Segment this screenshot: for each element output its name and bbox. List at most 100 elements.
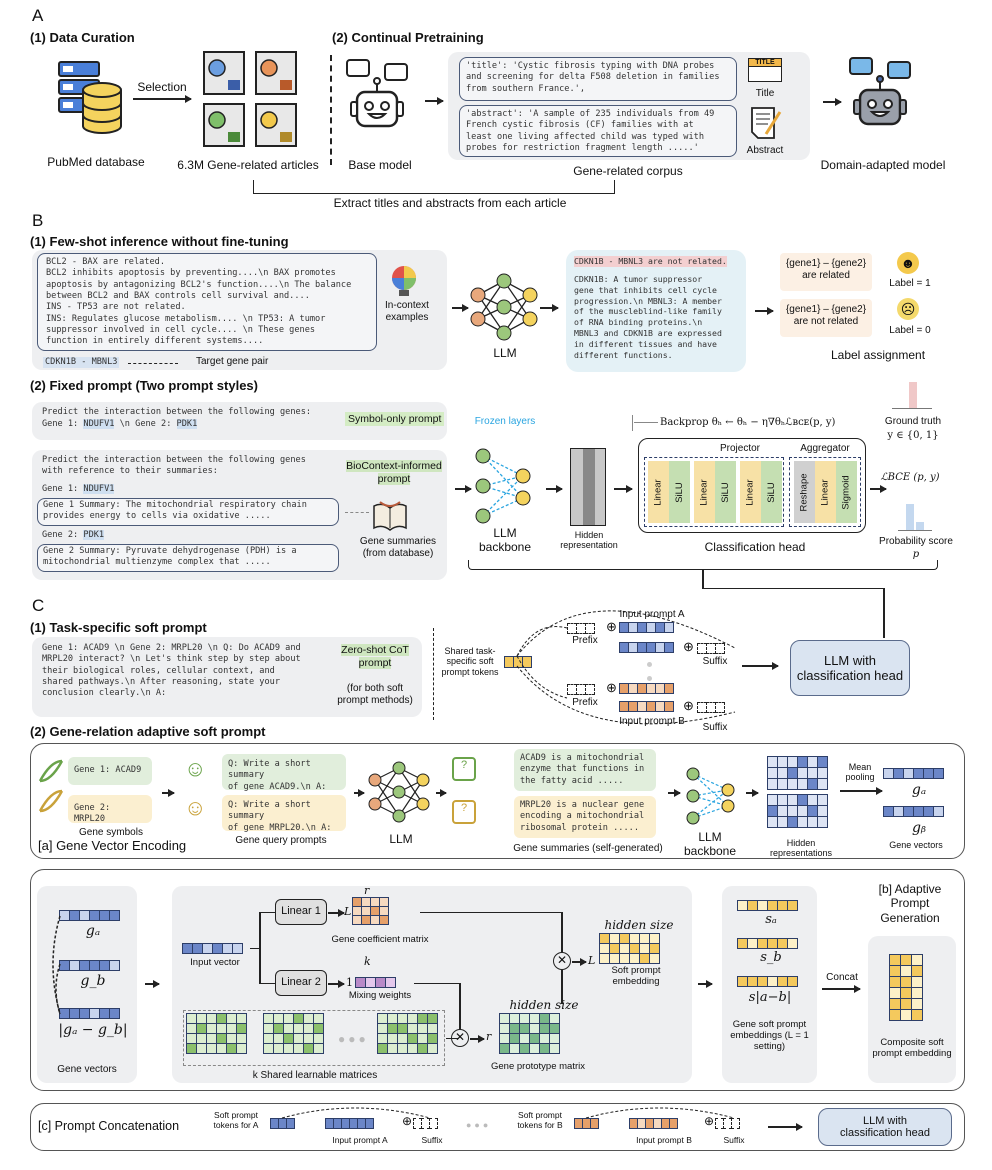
gene1-symbol-box: Gene 1: ACAD9 bbox=[68, 757, 152, 785]
suffix-a-slots bbox=[697, 643, 725, 654]
gene-vector-ga bbox=[883, 768, 944, 779]
abstract-icon-label: Abstract bbox=[746, 145, 784, 156]
sdiff-symbol: s|a−b| bbox=[748, 990, 792, 1005]
input-branch-v bbox=[259, 912, 261, 984]
gb-symbol: gᵦ bbox=[911, 820, 927, 836]
gb-token bbox=[109, 960, 120, 971]
soft-token-a bbox=[286, 1118, 295, 1129]
target-pair-label: Target gene pair bbox=[196, 356, 269, 367]
gene1-summary: Gene 1 Summary: The mitochondrial respir… bbox=[37, 498, 339, 526]
concat-arc-b bbox=[585, 1107, 735, 1119]
concat-to-llm-arrow bbox=[768, 1123, 803, 1130]
grid-row bbox=[767, 778, 828, 790]
branch-bottom bbox=[259, 983, 275, 984]
projector-box bbox=[644, 457, 784, 527]
grid-row bbox=[499, 1023, 560, 1034]
continual-pretraining-title: (2) Continual Pretraining bbox=[332, 30, 484, 45]
backprop-stop bbox=[632, 415, 633, 431]
concat-suffix-b bbox=[715, 1118, 740, 1129]
llm-backbone-icon-2 bbox=[686, 767, 735, 825]
chat-question-icon-green: ? bbox=[452, 757, 476, 781]
empty-slot bbox=[585, 623, 595, 634]
corpus-to-model-arrow bbox=[823, 98, 842, 105]
fewshot-to-llm-arrow bbox=[452, 304, 469, 311]
bio-gene2-line: Gene 2: PDK1 bbox=[42, 530, 105, 541]
mean-pooling-label: Mean pooling bbox=[845, 762, 875, 783]
classification-head-label: Classification head bbox=[704, 540, 806, 554]
empty-slot bbox=[429, 1118, 438, 1129]
projector-layer-silu: SiLU bbox=[669, 461, 690, 523]
generator-to-embeddings-arrow bbox=[698, 980, 713, 987]
soft-token-b bbox=[590, 1118, 599, 1129]
aggregator-label: Aggregator bbox=[800, 443, 850, 454]
cot-prompt-text: Gene 1: ACAD9 \n Gene 2: MRPL20 \n Q: Do… bbox=[42, 643, 301, 699]
cot-note: (for both soft prompt methods) bbox=[337, 683, 413, 706]
linear2-box: Linear 2 bbox=[275, 970, 327, 996]
mixing-to-mult-h bbox=[414, 983, 460, 984]
adaptive-soft-prompt-title: (2) Gene-relation adaptive soft prompt bbox=[30, 724, 266, 739]
hidden-cell bbox=[817, 816, 828, 828]
bce-loss-label: ℒBCE (p, y) bbox=[880, 472, 940, 483]
concat-arc-a bbox=[281, 1107, 431, 1119]
proto-to-mult-v bbox=[561, 970, 563, 1004]
gen-gb-vector bbox=[59, 960, 120, 971]
grid-row bbox=[186, 1033, 247, 1044]
prob-symbol: p bbox=[912, 549, 920, 560]
gene-coefficient-matrix bbox=[352, 897, 389, 925]
fixed-prompt-title: (2) Fixed prompt (Two prompt styles) bbox=[30, 378, 258, 393]
grid-row bbox=[263, 1043, 324, 1054]
grid-row bbox=[767, 816, 828, 828]
vector-dashed-links bbox=[52, 915, 61, 1015]
concat-suffix-a-label: Suffix bbox=[421, 1135, 443, 1145]
cot-label-text: Zero-shot CoT prompt bbox=[341, 644, 409, 669]
shared-cell bbox=[427, 1043, 438, 1054]
summaries-label: Gene summaries (self-generated) bbox=[513, 843, 663, 854]
biocontext-intro: Predict the interaction between the foll… bbox=[42, 455, 306, 477]
base-model-robot-icon bbox=[346, 59, 408, 128]
oplus-icon: ⊕ bbox=[683, 639, 694, 654]
projector-layer-silu: SiLU bbox=[715, 461, 736, 523]
llm-to-output-arrow bbox=[540, 304, 559, 311]
related-box: {gene1} – {gene2} are related bbox=[780, 253, 872, 291]
pipeline-bracket bbox=[468, 560, 938, 570]
suffix-b-label: Suffix bbox=[702, 722, 728, 733]
input-vector-token bbox=[232, 943, 243, 954]
incontext-puzzle-bulb-icon bbox=[392, 266, 416, 296]
coef-cell bbox=[379, 915, 389, 925]
dna-icons bbox=[38, 759, 64, 813]
gene2-summary: Gene 2 Summary: Pyruvate dehydrogenase (… bbox=[37, 544, 339, 572]
mult-to-prototype-arrow bbox=[470, 1035, 485, 1042]
backprop-formula: Backprop θₕ ← θₕ − η∇θₕℒʙᴄᴇ(p, y) bbox=[660, 417, 836, 428]
sdiff-token bbox=[787, 976, 798, 987]
bio-gene2-symbol: PDK1 bbox=[83, 530, 105, 540]
shared-matrix-1 bbox=[186, 1013, 247, 1054]
shared-matrix-k bbox=[377, 1013, 438, 1054]
summary-2: MRPL20 is a nuclear gene encoding a mito… bbox=[514, 796, 656, 838]
user-question-icon-green: ☺ bbox=[184, 756, 207, 781]
domain-model-label: Domain-adapted model bbox=[820, 158, 946, 172]
empty-slot bbox=[715, 702, 725, 713]
prompt-concat-frame bbox=[30, 1103, 965, 1151]
query-prompt-2: Q: Write a short summary of gene MRPL20.… bbox=[222, 795, 346, 833]
shared-cell bbox=[236, 1043, 247, 1054]
corpus-label: Gene-related corpus bbox=[573, 164, 683, 178]
hidden-representation-grid bbox=[570, 448, 606, 526]
adaptive-prompt-title: [b] Adaptive Prompt Generation bbox=[878, 882, 942, 925]
soft-emb-label: Soft prompt embedding bbox=[611, 965, 661, 987]
adaptive-prompt-frame bbox=[30, 869, 965, 1091]
mixing-weight bbox=[385, 977, 396, 988]
bracket-stem bbox=[702, 570, 704, 588]
gene2-symbol: PDK1 bbox=[176, 419, 198, 429]
title-icon: TITLE bbox=[748, 58, 782, 82]
summary-dashed-arrow bbox=[345, 512, 369, 513]
coef-matrix-label: Gene coefficient matrix bbox=[331, 934, 429, 945]
oplus-icon: ⊕ bbox=[606, 680, 617, 695]
llm-output-body: CDKN1B: A tumor suppressor gene that inh… bbox=[574, 274, 722, 360]
task-soft-prompt-title: (1) Task-specific soft prompt bbox=[30, 620, 207, 635]
composite-label: Composite soft prompt embedding bbox=[872, 1037, 952, 1059]
sb-symbol: s_b bbox=[760, 950, 782, 965]
oplus-icon: ⊕ bbox=[683, 698, 694, 713]
pubmed-label: PubMed database bbox=[47, 155, 145, 169]
gene-symbols-label: Gene symbols bbox=[79, 827, 143, 838]
backbone-to-hidden-arrow bbox=[546, 485, 563, 492]
